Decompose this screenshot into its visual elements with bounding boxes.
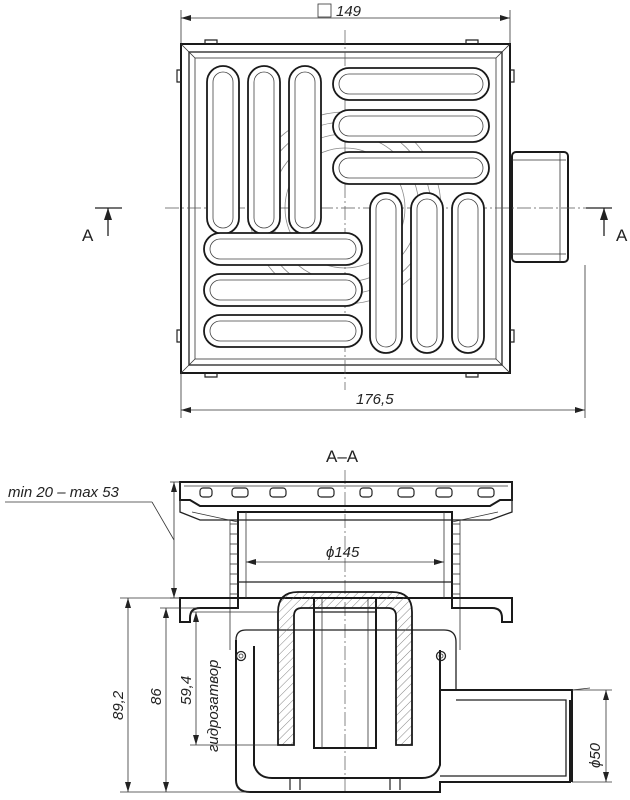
total-height-dimension: 89,2 (110, 690, 127, 720)
section-mark-left: A (82, 226, 94, 245)
outlet-diameter-dimension: ϕ50 (587, 742, 604, 768)
square-symbol (317, 3, 332, 18)
top-view: 149 (82, 3, 628, 418)
section-title: A–A (326, 447, 359, 466)
section-mark-right: A (616, 226, 628, 245)
height-range-dimension: min 20 – max 53 (8, 484, 120, 501)
seal-height-dimension: 59,4 (178, 676, 195, 705)
body-height-dimension: 86 (148, 688, 165, 705)
square-width-dimension: 149 (336, 3, 362, 20)
water-seal-label: гидрозатвор (205, 660, 222, 752)
grate-slots (203, 65, 490, 354)
section-view: A–A (5, 447, 612, 795)
overall-width-dimension: 176,5 (356, 391, 394, 408)
body-diameter-dimension: ϕ145 (326, 544, 360, 561)
